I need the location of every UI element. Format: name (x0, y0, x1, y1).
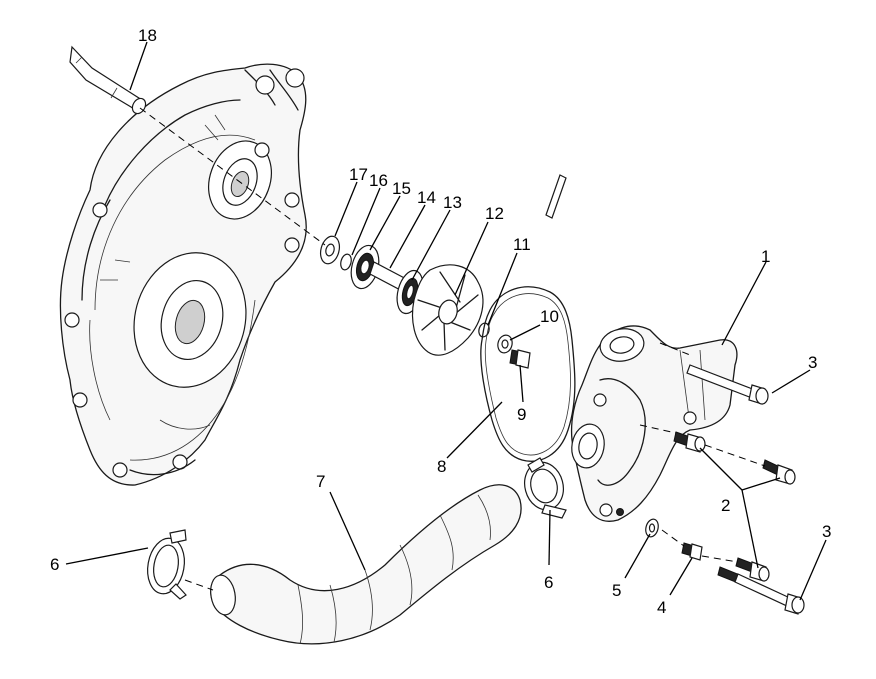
callout-3-lower: 3 (822, 522, 831, 541)
callout-12: 12 (485, 204, 504, 223)
callout-2: 2 (721, 496, 730, 515)
part-5-washer (645, 518, 659, 538)
callout-17: 17 (349, 165, 368, 184)
callout-labels: 18 1 3 2 3 4 5 6 6 7 8 9 10 11 12 13 14 … (50, 26, 831, 617)
callout-6-left: 6 (50, 555, 59, 574)
part-2-bolt-b (762, 459, 796, 485)
part-10-washer (497, 334, 513, 354)
part-3-bolt-long-lower (717, 566, 805, 615)
callout-5: 5 (612, 581, 621, 600)
part-15-bearing (350, 244, 380, 290)
callout-3-upper: 3 (808, 353, 817, 372)
part-2-bolt-c (735, 557, 770, 582)
callout-9: 9 (517, 405, 526, 424)
callout-7: 7 (316, 472, 325, 491)
part-6-clamp-right (524, 457, 567, 519)
engine-cover (59, 63, 307, 486)
callout-1: 1 (761, 247, 770, 266)
part-18-shaft (69, 45, 147, 115)
part-3-bolt-long-upper (686, 364, 769, 405)
part-4-nut (681, 542, 703, 561)
part-12-impeller (411, 264, 484, 356)
part-2-bolt-a (673, 431, 706, 453)
callout-10: 10 (540, 307, 559, 326)
callout-8: 8 (437, 457, 446, 476)
callout-14: 14 (417, 188, 436, 207)
part-17-washer (319, 235, 341, 265)
part-7-hose (210, 484, 522, 645)
leader-lines (65, 41, 827, 601)
callout-6-right: 6 (544, 573, 553, 592)
callout-18: 18 (138, 26, 157, 45)
part-8-gasket (480, 286, 576, 462)
callout-11: 11 (513, 235, 531, 254)
callout-13: 13 (443, 193, 462, 212)
part-16-oring (340, 253, 352, 271)
callout-4: 4 (657, 598, 666, 617)
assembly-axes (139, 107, 766, 591)
small-pin (545, 174, 567, 219)
part-1-pump-cover (570, 325, 738, 522)
callout-16: 16 (369, 171, 388, 190)
callout-15: 15 (392, 179, 411, 198)
part-6-clamp-left (147, 529, 187, 600)
